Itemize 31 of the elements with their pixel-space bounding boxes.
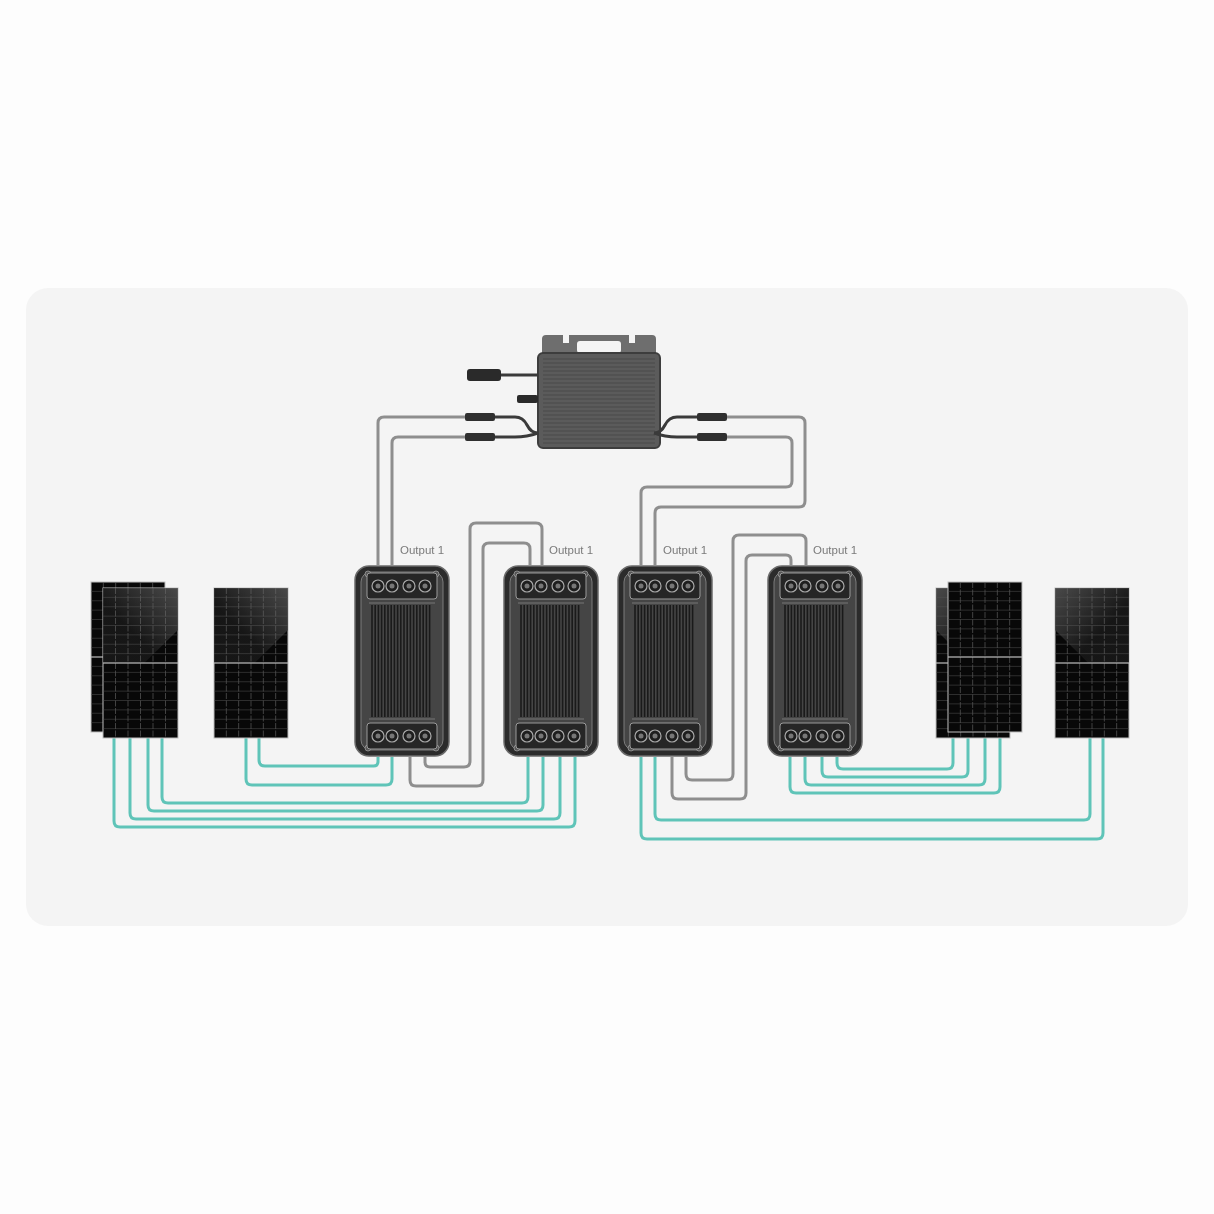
cable [257,738,380,768]
output-label: Output 1 [400,543,445,557]
cable [803,738,987,787]
cable [160,738,530,805]
cable [684,533,808,782]
cable [146,738,545,813]
cable [835,738,955,771]
output-label: Output 1 [663,543,708,557]
optimizer-drawing [354,565,450,757]
cable [408,541,532,788]
optimizer-drawing [503,565,599,757]
inverter-drawing [465,333,727,448]
solar-panel-drawing [214,588,288,738]
cable [390,435,465,565]
optimizer-drawing [617,565,713,757]
cable [639,435,794,565]
cable [376,415,465,565]
cable [788,738,1002,795]
cable [820,738,970,779]
output-label: Output 1 [549,543,594,557]
cable [423,521,544,769]
cable [639,738,1105,841]
output-label: Output 1 [813,543,858,557]
solar-panel-drawing [948,582,1022,732]
cable [653,738,1092,822]
solar-panel-drawing [1055,588,1129,738]
optimizer-drawing [767,565,863,757]
cable [244,738,394,787]
cable [653,415,807,565]
solar-panel-drawing [103,588,178,738]
cable [670,553,793,801]
